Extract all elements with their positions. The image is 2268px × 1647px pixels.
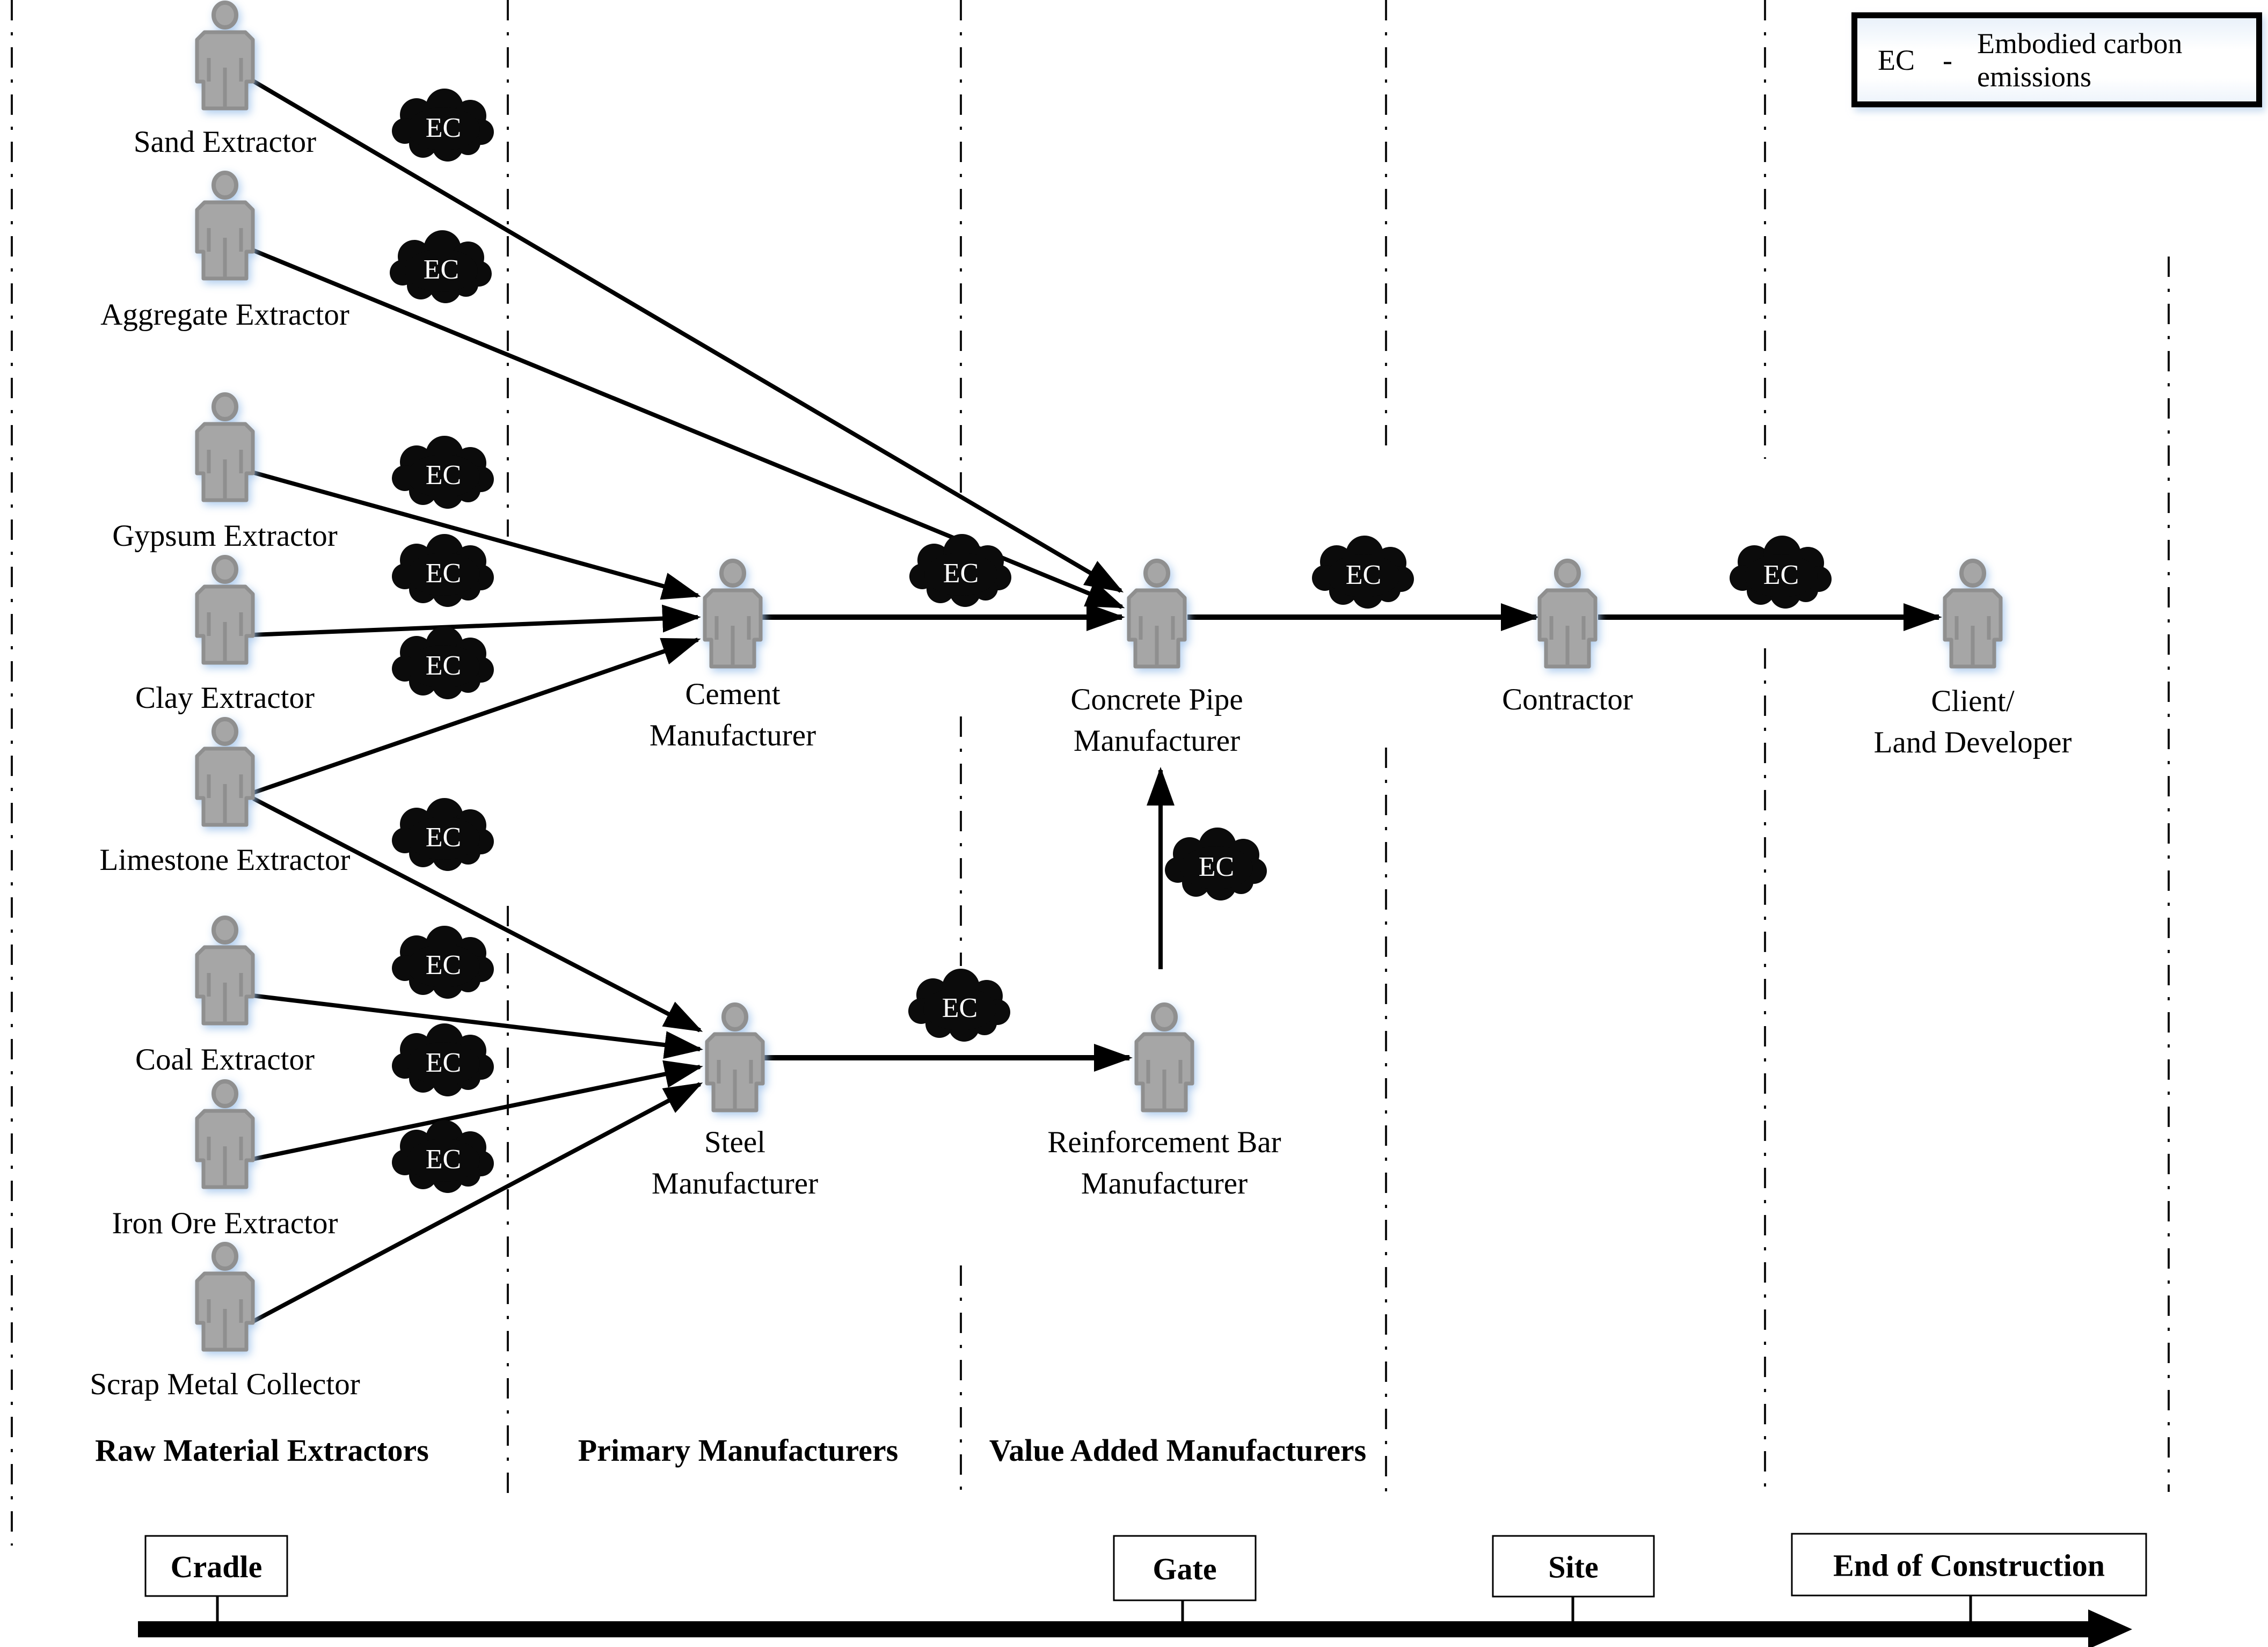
arrow-coal-to-steel <box>252 993 703 1059</box>
arrow-clay-to-cement <box>252 604 701 637</box>
ec-cloud-0: EC <box>392 89 494 162</box>
actor-icon-iron-ore-extractor <box>197 1081 253 1187</box>
actor-label-client-land-developer: Client/Land Developer <box>1874 684 2072 759</box>
legend-description: Embodied carbon emissions <box>1977 27 2183 93</box>
timeline-stage-box <box>144 1535 288 1597</box>
actor-icon-steel-manufacturer <box>707 1005 763 1110</box>
actor-label-contractor: Contractor <box>1502 683 1633 716</box>
timeline-stage-box <box>1492 1535 1655 1598</box>
actor-icon-scrap-metal-collector <box>197 1244 253 1350</box>
ec-cloud-label: EC <box>426 1144 461 1175</box>
arrow-limestone-to-cement <box>252 638 701 795</box>
ec-cloud-3: EC <box>392 534 494 607</box>
ec-cloud-2: EC <box>392 436 494 509</box>
arrow-gypsum-to-cement <box>251 470 701 600</box>
ec-cloud-8: EC <box>392 1120 494 1193</box>
actor-icon-reinforcement-bar-manufacturer <box>1136 1005 1192 1110</box>
ec-cloud-6: EC <box>392 926 494 999</box>
ec-cloud-label: EC <box>1763 560 1799 590</box>
ec-cloud-label: EC <box>426 113 461 143</box>
actor-label-coal-extractor: Coal Extractor <box>135 1043 315 1077</box>
ec-cloud-label: EC <box>943 558 979 589</box>
arrow-scrap-metal-to-steel <box>252 1082 703 1323</box>
actor-label-iron-ore-extractor: Iron Ore Extractor <box>112 1206 338 1240</box>
legend-box: EC - Embodied carbon emissions <box>1851 12 2262 107</box>
ec-clouds: EC EC EC EC EC EC EC EC EC EC EC EC EC EC <box>390 89 1832 1193</box>
actor-icon-coal-extractor <box>197 918 253 1023</box>
timeline-stage-label: Cradle <box>171 1549 262 1584</box>
timeline-stage-label: End of Construction <box>1833 1548 2105 1583</box>
ec-cloud-12: EC <box>908 969 1010 1042</box>
lane-label-raw-material-extractors: Raw Material Extractors <box>95 1433 429 1468</box>
ec-cloud-label: EC <box>942 993 978 1023</box>
ec-cloud-label: EC <box>426 460 461 491</box>
timeline-bar <box>138 1621 2091 1637</box>
timeline-stage-label: Site <box>1548 1550 1598 1585</box>
ec-cloud-label: EC <box>1199 852 1234 882</box>
actor-icon-gypsum-extractor <box>197 394 253 500</box>
actor-icon-cement-manufacturer <box>705 561 761 667</box>
ec-cloud-5: EC <box>392 798 494 871</box>
ec-cloud-1: EC <box>390 230 492 303</box>
timeline-stage-box <box>1113 1535 1257 1601</box>
ec-cloud-4: EC <box>392 626 494 699</box>
ec-cloud-label: EC <box>424 254 459 285</box>
lane-label-value-added-manufacturers: Value Added Manufacturers <box>989 1433 1367 1468</box>
actor-label-sand-extractor: Sand Extractor <box>134 125 316 159</box>
legend-abbr: EC <box>1878 43 1915 76</box>
ec-cloud-label: EC <box>426 1048 461 1078</box>
ec-cloud-9: EC <box>909 534 1011 607</box>
timeline-arrowhead-icon <box>2088 1609 2132 1647</box>
ec-cloud-11: EC <box>1730 536 1832 609</box>
legend-separator: - <box>1943 43 1952 76</box>
actor-icon-contractor <box>1540 561 1595 667</box>
ec-cloud-label: EC <box>426 650 461 681</box>
actor-icon-client-land-developer <box>1945 561 2001 667</box>
actor-icon-aggregate-extractor <box>197 173 253 279</box>
actor-label-gypsum-extractor: Gypsum Extractor <box>112 519 338 553</box>
actor-icon-concrete-pipe-manufacturer <box>1129 561 1185 667</box>
ec-cloud-label: EC <box>1346 560 1381 590</box>
arrow-limestone-to-steel <box>252 796 703 1033</box>
arrow-sand-to-concrete-pipe <box>251 78 1124 593</box>
timeline-stage-label: Gate <box>1153 1551 1216 1586</box>
ec-cloud-label: EC <box>426 950 461 980</box>
ec-cloud-label: EC <box>426 558 461 589</box>
actor-icon-sand-extractor <box>197 3 253 108</box>
actor-label-clay-extractor: Clay Extractor <box>135 681 315 715</box>
ec-cloud-13: EC <box>1165 828 1267 901</box>
ec-cloud-10: EC <box>1312 536 1414 609</box>
actor-icon-clay-extractor <box>197 557 253 663</box>
arrow-iron-ore-to-steel <box>252 1060 703 1161</box>
actor-icon-limestone-extractor <box>197 719 253 825</box>
lane-label-primary-manufacturers: Primary Manufacturers <box>578 1433 898 1468</box>
flow-arrows <box>251 78 1942 1323</box>
ec-cloud-7: EC <box>392 1023 494 1096</box>
actor-label-scrap-metal-collector: Scrap Metal Collector <box>90 1367 360 1401</box>
ec-cloud-label: EC <box>426 822 461 853</box>
timeline: Cradle Gate Site End of Construction <box>138 1533 2147 1647</box>
lane-dividers <box>11 0 2170 1546</box>
actor-label-limestone-extractor: Limestone Extractor <box>100 843 351 877</box>
actor-label-aggregate-extractor: Aggregate Extractor <box>100 298 349 332</box>
timeline-stage-box <box>1791 1533 2147 1597</box>
